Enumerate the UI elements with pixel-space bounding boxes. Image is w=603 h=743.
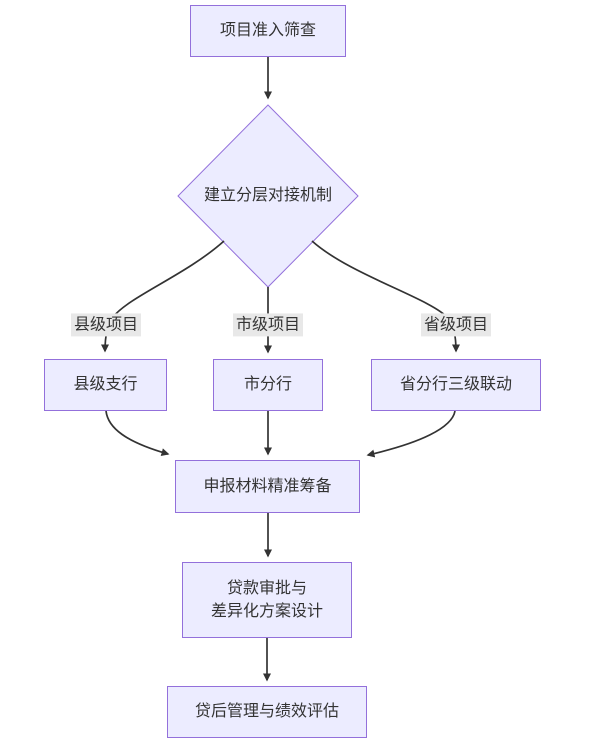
node-provincial-branch: 省分行三级联动: [371, 359, 541, 411]
node-loan-approval: 贷款审批与 差异化方案设计: [182, 562, 352, 638]
edge-province-to-materials: [366, 410, 456, 458]
edge-label-province-project: 省级项目: [420, 313, 492, 337]
edge-label-county-project: 县级项目: [70, 313, 142, 337]
node-layered-mechanism: 建立分层对接机制: [203, 187, 332, 205]
node-county-subbranch: 县级支行: [44, 359, 167, 411]
node-post-loan-management: 贷后管理与绩效评估: [167, 686, 367, 738]
edge-label-city-project: 市级项目: [232, 313, 304, 337]
node-city-branch: 市分行: [213, 359, 323, 411]
edge-county-to-materials: [105, 410, 170, 457]
node-application-materials: 申报材料精准筹备: [175, 460, 360, 513]
node-project-screening: 项目准入筛查: [190, 5, 346, 57]
edge-mechanism-to-county: [101, 240, 225, 353]
